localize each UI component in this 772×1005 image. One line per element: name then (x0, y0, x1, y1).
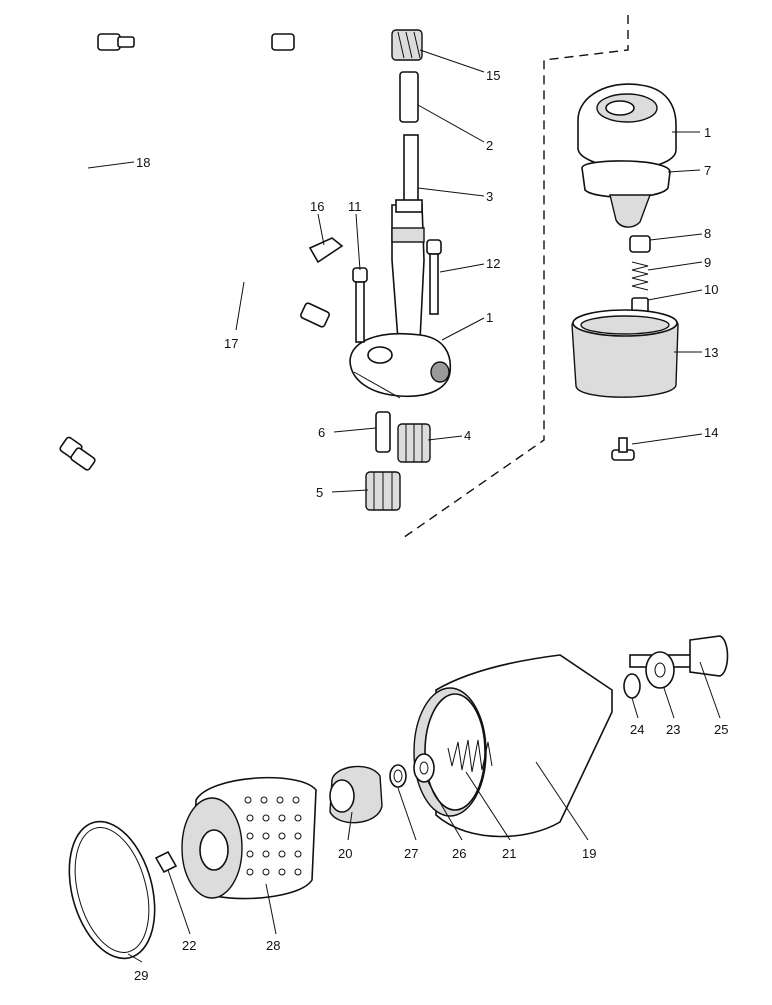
washer-23 (645, 651, 675, 689)
label-20: 20 (338, 846, 352, 861)
spring-21 (447, 739, 493, 773)
label-1b: 1 (704, 125, 711, 140)
label-28: 28 (266, 938, 280, 953)
label-26: 26 (452, 846, 466, 861)
callout-labels: 15 2 3 12 1 11 16 17 18 6 4 5 1 7 8 9 10… (134, 68, 728, 983)
leader-lines (87, 49, 721, 963)
label-7: 7 (704, 163, 711, 178)
gear-4 (397, 423, 431, 463)
label-27: 27 (404, 846, 418, 861)
label-12: 12 (486, 256, 500, 271)
shaft-2 (399, 71, 419, 123)
alignment-dashed-line (399, 15, 629, 541)
strainer-bowl-13 (571, 309, 679, 398)
label-10: 10 (704, 282, 718, 297)
bolt-11 (352, 267, 368, 343)
screw-14 (611, 437, 635, 461)
label-11: 11 (348, 199, 362, 214)
label-1a: 1 (486, 310, 493, 325)
washer-26 (413, 753, 435, 783)
label-24: 24 (630, 722, 644, 737)
gasket-7 (581, 160, 671, 228)
label-14: 14 (704, 425, 718, 440)
label-2: 2 (486, 138, 493, 153)
spring-9 (631, 261, 649, 291)
pipe-18 (51, 33, 135, 471)
label-21: 21 (502, 846, 516, 861)
label-3: 3 (486, 189, 493, 204)
pin-6 (375, 411, 391, 453)
label-4: 4 (464, 428, 471, 443)
label-17: 17 (224, 336, 238, 351)
gear-15 (391, 29, 423, 61)
label-18: 18 (136, 155, 150, 170)
label-13: 13 (704, 345, 718, 360)
label-29: 29 (134, 968, 148, 983)
label-5: 5 (316, 485, 323, 500)
label-25: 25 (714, 722, 728, 737)
label-6: 6 (318, 425, 325, 440)
strainer-housing-1 (577, 83, 677, 170)
pipe-17 (141, 33, 330, 328)
pump-body-1 (349, 134, 452, 399)
bolt-12 (426, 239, 442, 315)
pin-16 (308, 237, 344, 264)
gear-5 (365, 471, 401, 511)
label-8: 8 (704, 226, 711, 241)
filter-element-28 (181, 776, 317, 900)
bolt-25 (629, 635, 729, 677)
label-19: 19 (582, 846, 596, 861)
o-ring-27 (389, 764, 407, 788)
label-22: 22 (182, 938, 196, 953)
valve-8 (629, 235, 651, 253)
label-23: 23 (666, 722, 680, 737)
label-9: 9 (704, 255, 711, 270)
clip-22 (154, 850, 178, 874)
seal-24 (623, 673, 641, 699)
filter-bowl-19 (413, 654, 613, 838)
valve-20 (329, 765, 383, 824)
ring-29 (68, 820, 156, 960)
label-15: 15 (486, 68, 500, 83)
label-16: 16 (310, 199, 324, 214)
